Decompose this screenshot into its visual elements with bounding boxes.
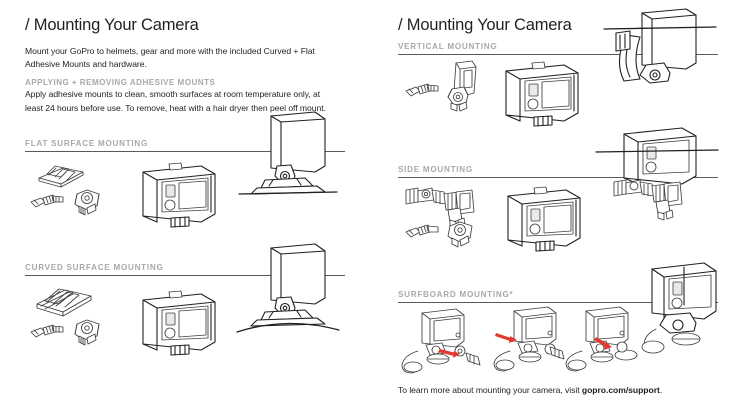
section-flat-surface: FLAT SURFACE MOUNTING [25,111,345,240]
thumb-screw-icon [405,224,439,238]
camera-housing-icon [142,162,216,228]
section-curved-surface: CURVED SURFACE MOUNTING [25,243,345,368]
quick-release-buckle-icon [74,189,100,216]
camera-housing-icon [505,61,579,127]
support-link-prefix: To learn more about mounting your camera… [398,385,582,395]
thumb-screw-icon [30,324,64,338]
surfboard-step-3-icon [565,306,638,372]
page-title-left: / Mounting Your Camera [25,16,199,34]
curved-adhesive-mount-icon [36,288,92,317]
camera-housing-icon [507,186,581,252]
quick-release-buckle-icon [74,319,100,346]
adhesive-paragraph: Apply adhesive mounts to clean, smooth s… [25,89,326,113]
curved-surface-illustration [30,243,340,356]
section-heading-surfboard: SURFBOARD MOUNTING* [398,290,514,299]
sub-heading-adhesive: APPLYING + REMOVING ADHESIVE MOUNTS [25,78,216,88]
surfboard-step-2-icon [493,306,565,372]
thumb-screw-icon [30,194,64,208]
vertical-buckle-icon [447,60,477,112]
side-mount-assembly-icon [405,187,475,229]
section-vertical-mounting: VERTICAL MOUNTING [398,8,718,147]
support-link-suffix: . [659,385,663,395]
left-page: / Mounting Your Camera Mount your GoPro … [25,16,345,368]
illustration-row-curved-surface [25,243,345,368]
camera-mounted-flat-icon [238,111,338,195]
page-title-right: / Mounting Your Camera [398,16,572,34]
section-rule [398,54,718,55]
vertical-illustration [405,8,717,127]
section-heading-vertical: VERTICAL MOUNTING [398,42,498,51]
camera-mounted-curved-icon [236,243,340,333]
right-page: / Mounting Your Camera VERTICAL MOUNTING [372,0,744,400]
flat-surface-illustration [30,111,338,228]
section-side-mounting: SIDE MOUNTING [398,127,719,274]
illustration-row-vertical [398,8,718,147]
illustration-row-surfboard [398,262,718,379]
surfboard-step-1-icon [401,308,481,374]
camera-housing-icon [142,290,216,356]
section-surfboard-mounting: SURFBOARD MOUNTING* [398,262,718,379]
section-rule [398,302,718,303]
support-link-line: To learn more about mounting your camera… [398,385,718,395]
intro-paragraph: Mount your GoPro to helmets, gear and mo… [25,46,315,70]
camera-mounted-vertical-icon [603,8,717,84]
surfboard-illustration [401,262,717,374]
flat-adhesive-mount-icon [38,165,84,188]
thumb-screw-icon [405,83,439,97]
camera-mounted-side-icon [595,127,719,221]
section-heading-curved-surface: CURVED SURFACE MOUNTING [25,262,164,272]
section-heading-flat-surface: FLAT SURFACE MOUNTING [25,138,149,148]
section-rule [25,150,345,152]
section-heading-side: SIDE MOUNTING [398,165,473,174]
section-rule [398,177,718,178]
support-url[interactable]: gopro.com/support [581,385,660,395]
section-rule [25,274,345,276]
illustration-row-flat-surface [25,111,345,240]
camera-mounted-surfboard-icon [641,262,717,354]
quick-release-buckle-icon [447,221,473,248]
illustration-row-side [398,127,719,274]
side-illustration [405,127,719,252]
